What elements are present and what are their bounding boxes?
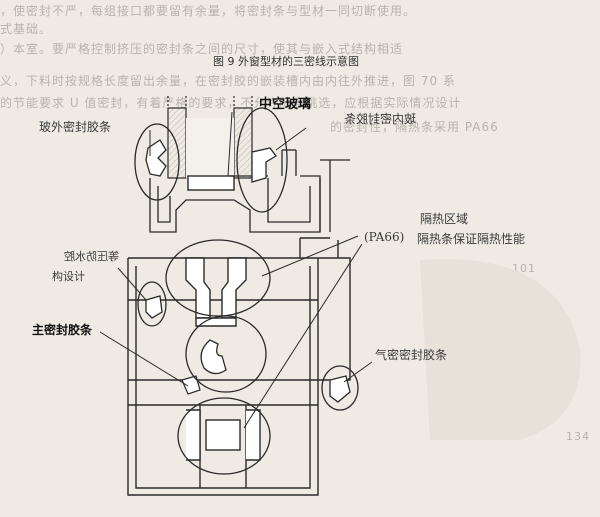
background-text-line: 义，下料时按规格长度留出余量，在密封胶的嵌装槽内由内往外推进，图 70 系 bbox=[0, 74, 456, 88]
label-main-seal: 主密封胶条 bbox=[32, 323, 93, 337]
inner-glass-seal-gasket bbox=[251, 147, 277, 183]
label-outer-glass-seal: 玻外密封胶条 bbox=[39, 120, 112, 134]
inner-glass-seal-highlight bbox=[236, 107, 288, 213]
main-seal-gasket bbox=[200, 339, 227, 375]
drain-gasket bbox=[145, 295, 163, 319]
label-inner-glass-seal: 玻内密封胶条 bbox=[344, 112, 417, 126]
label-thermal-zone-title: 隔热区域 bbox=[420, 212, 469, 226]
insulating-glass bbox=[167, 96, 253, 179]
background-text-line: ，使密封不严，每组接口都要留有余量，将密封条与型材一同切断使用。 bbox=[0, 4, 417, 18]
background-text-line: 的密封性，隔热条采用 PA66 bbox=[330, 120, 499, 134]
air-seal-gasket bbox=[329, 375, 351, 403]
background-text-line: ）本室。要严格控制挤压的密封条之间的尺寸，使其与嵌入式结构相适 bbox=[0, 42, 404, 56]
label-drain-design-line2: 构设计 bbox=[52, 270, 85, 283]
thermal-break-upper bbox=[185, 257, 247, 327]
label-insulating-glass: 中空玻璃 bbox=[259, 97, 312, 112]
thermal-zone-highlight bbox=[165, 239, 271, 317]
background-text-line: 式基础。 bbox=[0, 22, 53, 36]
figure-caption: 图 9 外窗型材的三密线示意图 bbox=[213, 55, 359, 68]
drain-design-highlight bbox=[137, 281, 167, 327]
label-thermal-zone-material: (PA66) bbox=[364, 230, 405, 244]
thermal-break-lower bbox=[186, 409, 261, 461]
label-thermal-zone-desc: 隔热条保证隔热性能 bbox=[417, 232, 526, 246]
lower-thermal-highlight bbox=[177, 397, 271, 475]
background-shape bbox=[420, 259, 581, 440]
label-drain-design-line1: 等压防水腔 bbox=[64, 250, 119, 263]
sash-profile bbox=[149, 149, 350, 233]
main-seal-highlight bbox=[185, 315, 267, 393]
outer-glass-seal-gasket bbox=[145, 139, 167, 177]
air-seal-highlight bbox=[321, 365, 359, 411]
label-air-seal: 气密密封胶条 bbox=[375, 348, 448, 362]
outer-glass-seal-highlight bbox=[134, 123, 180, 201]
main-seal-lip bbox=[181, 375, 201, 395]
glass-spacer bbox=[187, 175, 235, 191]
leader-lines bbox=[99, 111, 373, 429]
background-text-line: 134 bbox=[566, 430, 590, 443]
background-text-line: 的节能要求 U 值密封，有着严格的要求，不允许随意挑选，应根据实际情况设计 bbox=[0, 96, 462, 110]
